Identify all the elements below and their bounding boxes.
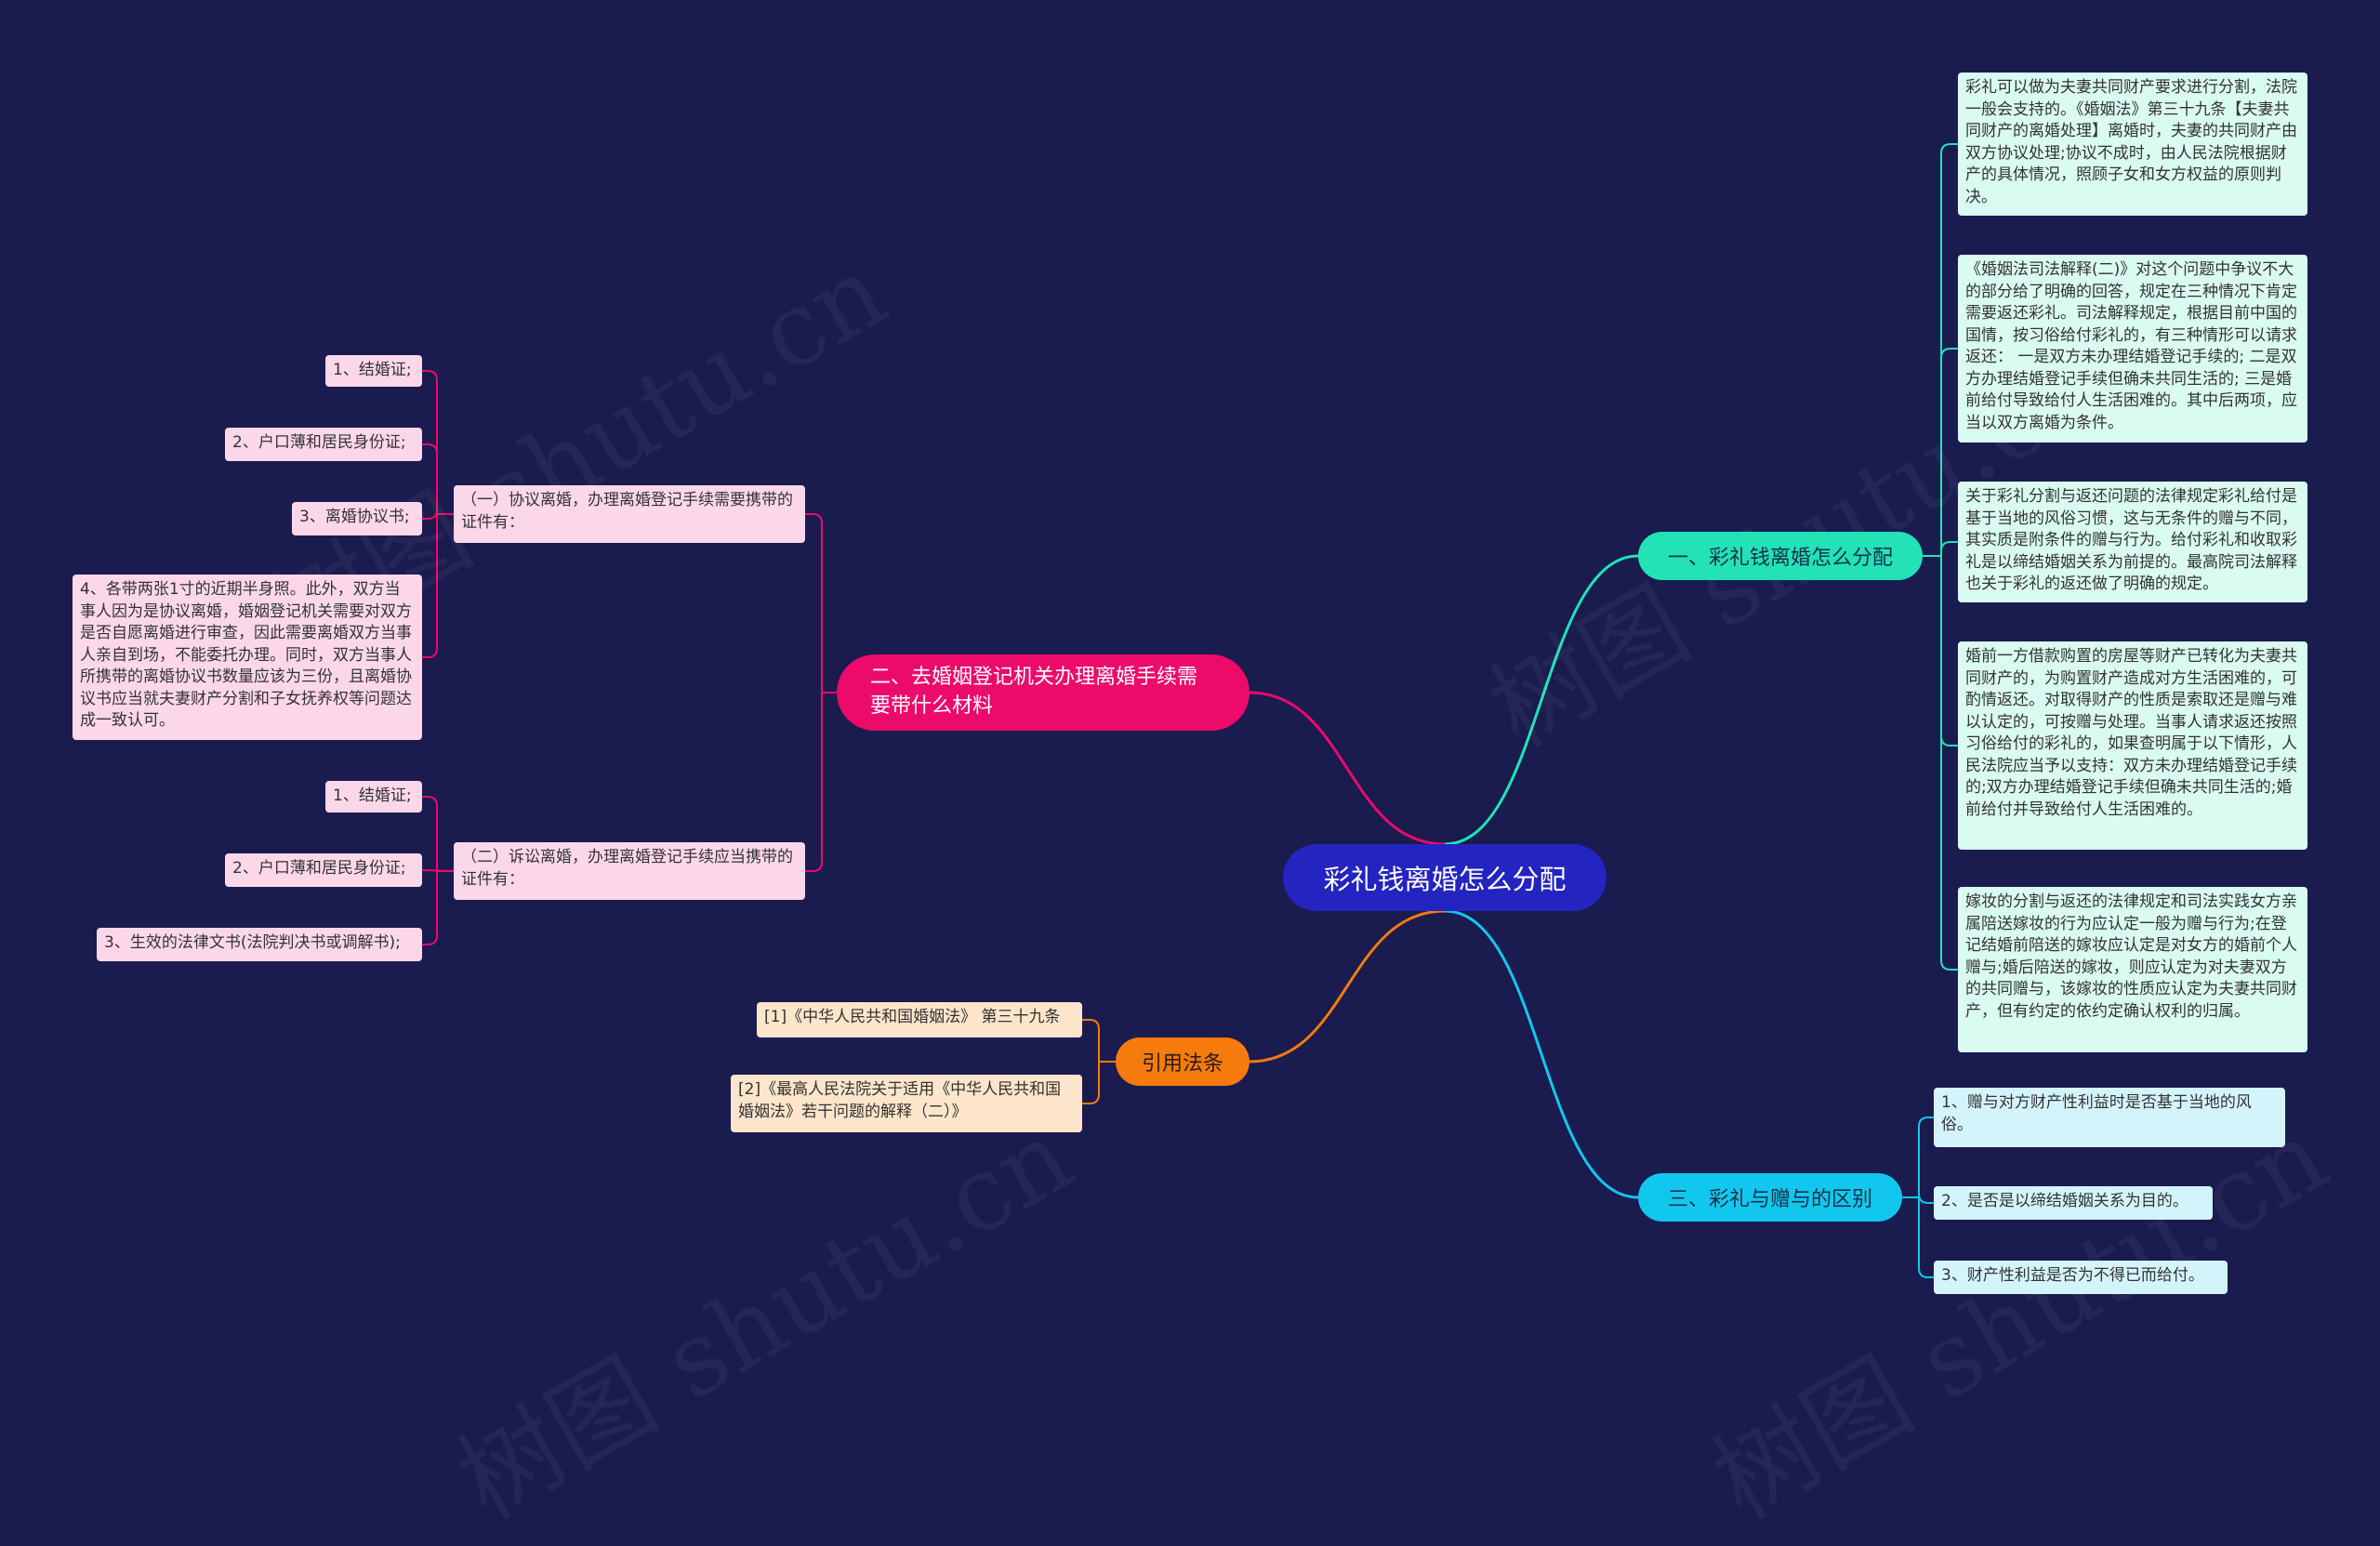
connector-line [1249,691,1446,846]
connector-line [1902,1193,1934,1204]
root-topic[interactable]: 彩礼钱离婚怎么分配 [1283,844,1606,911]
connector-line [805,513,837,694]
connector-line [1902,1117,1934,1198]
branch-one-item[interactable]: 婚前一方借款购置的房屋等财产已转化为夫妻共同财产的，为购置财产造成对方生活困难的… [1958,641,2307,850]
branch-law-item[interactable]: [2]《最高人民法院关于适用《中华人民共和国婚姻法》若干问题的解释（二）》 [731,1075,1082,1132]
branch-two-sub1-item[interactable]: 2、户口薄和居民身份证; [225,428,422,461]
connector-line [1444,909,1639,1199]
connector-line [422,513,454,658]
branch-one-item[interactable]: 《婚姻法司法解释(二)》对这个问题中争议不大的部分给了明确的回答，规定在三种情况… [1958,255,2307,443]
branch-two-sub2-item[interactable]: 1、结婚证; [325,781,422,813]
connector-line [1923,541,1958,557]
branch-one-item[interactable]: 嫁妆的分割与返还的法律规定和司法实践女方亲属陪送嫁妆的行为应认定一般为赠与行为;… [1958,887,2307,1052]
connector-lines [421,143,1958,1278]
branch-two-sub1[interactable]: （一）协议离婚，办理离婚登记手续需要携带的证件有： [454,485,805,543]
branch-two[interactable]: 二、去婚姻登记机关办理离婚手续需要带什么材料 [837,654,1250,731]
connector-line [1923,555,1958,971]
branch-two-sub1-item[interactable]: 1、结婚证; [325,355,422,387]
branch-law[interactable]: 引用法条 [1116,1037,1250,1086]
branch-three[interactable]: 三、彩礼与赠与的区别 [1638,1173,1902,1222]
connector-line [422,796,454,872]
branch-three-item[interactable]: 2、是否是以缔结婚姻关系为目的。 [1934,1186,2213,1220]
branch-two-sub1-item[interactable]: 4、各带两张1寸的近期半身照。此外，双方当事人因为是协议离婚，婚姻登记机关需要对… [73,575,422,740]
mindmap-canvas: 树图 shutu.cn 树图 shutu.cn 树图 shutu.cn 树图 s… [73,73,2346,1541]
branch-one-item[interactable]: 彩礼可以做为夫妻共同财产要求进行分割，法院一般会支持的。《婚姻法》第三十九条【夫… [1958,73,2307,216]
connector-line [422,870,454,945]
connector-line [1923,143,1958,557]
connector-line [1444,554,1639,846]
branch-one-item[interactable]: 关于彩礼分割与返还问题的法律规定彩礼给付是基于当地的风俗习惯，这与无条件的赠与不… [1958,482,2307,602]
connector-line [1902,1196,1934,1278]
connector-line [1923,348,1958,557]
branch-two-sub1-item[interactable]: 3、离婚协议书; [292,502,422,535]
connector-line [1249,909,1446,1064]
connector-line [1082,1019,1116,1063]
branch-two-sub2-item[interactable]: 3、生效的法律文书(法院判决书或调解书); [97,928,422,961]
branch-one[interactable]: 一、彩礼钱离婚怎么分配 [1638,532,1923,580]
branch-law-item[interactable]: [1]《中华人民共和国婚姻法》 第三十九条 [757,1002,1082,1037]
branch-two-sub2-item[interactable]: 2、户口薄和居民身份证; [225,853,422,887]
branch-three-item[interactable]: 1、赠与对方财产性利益时是否基于当地的风俗。 [1934,1088,2285,1147]
connector-line [422,509,454,520]
branch-three-item[interactable]: 3、财产性利益是否为不得已而给付。 [1934,1261,2228,1294]
connector-line [422,370,454,515]
branch-two-sub2[interactable]: （二）诉讼离婚，办理离婚登记手续应当携带的证件有： [454,842,805,900]
connector-line [805,692,837,872]
connector-line [1082,1061,1116,1104]
connector-line [422,443,454,515]
